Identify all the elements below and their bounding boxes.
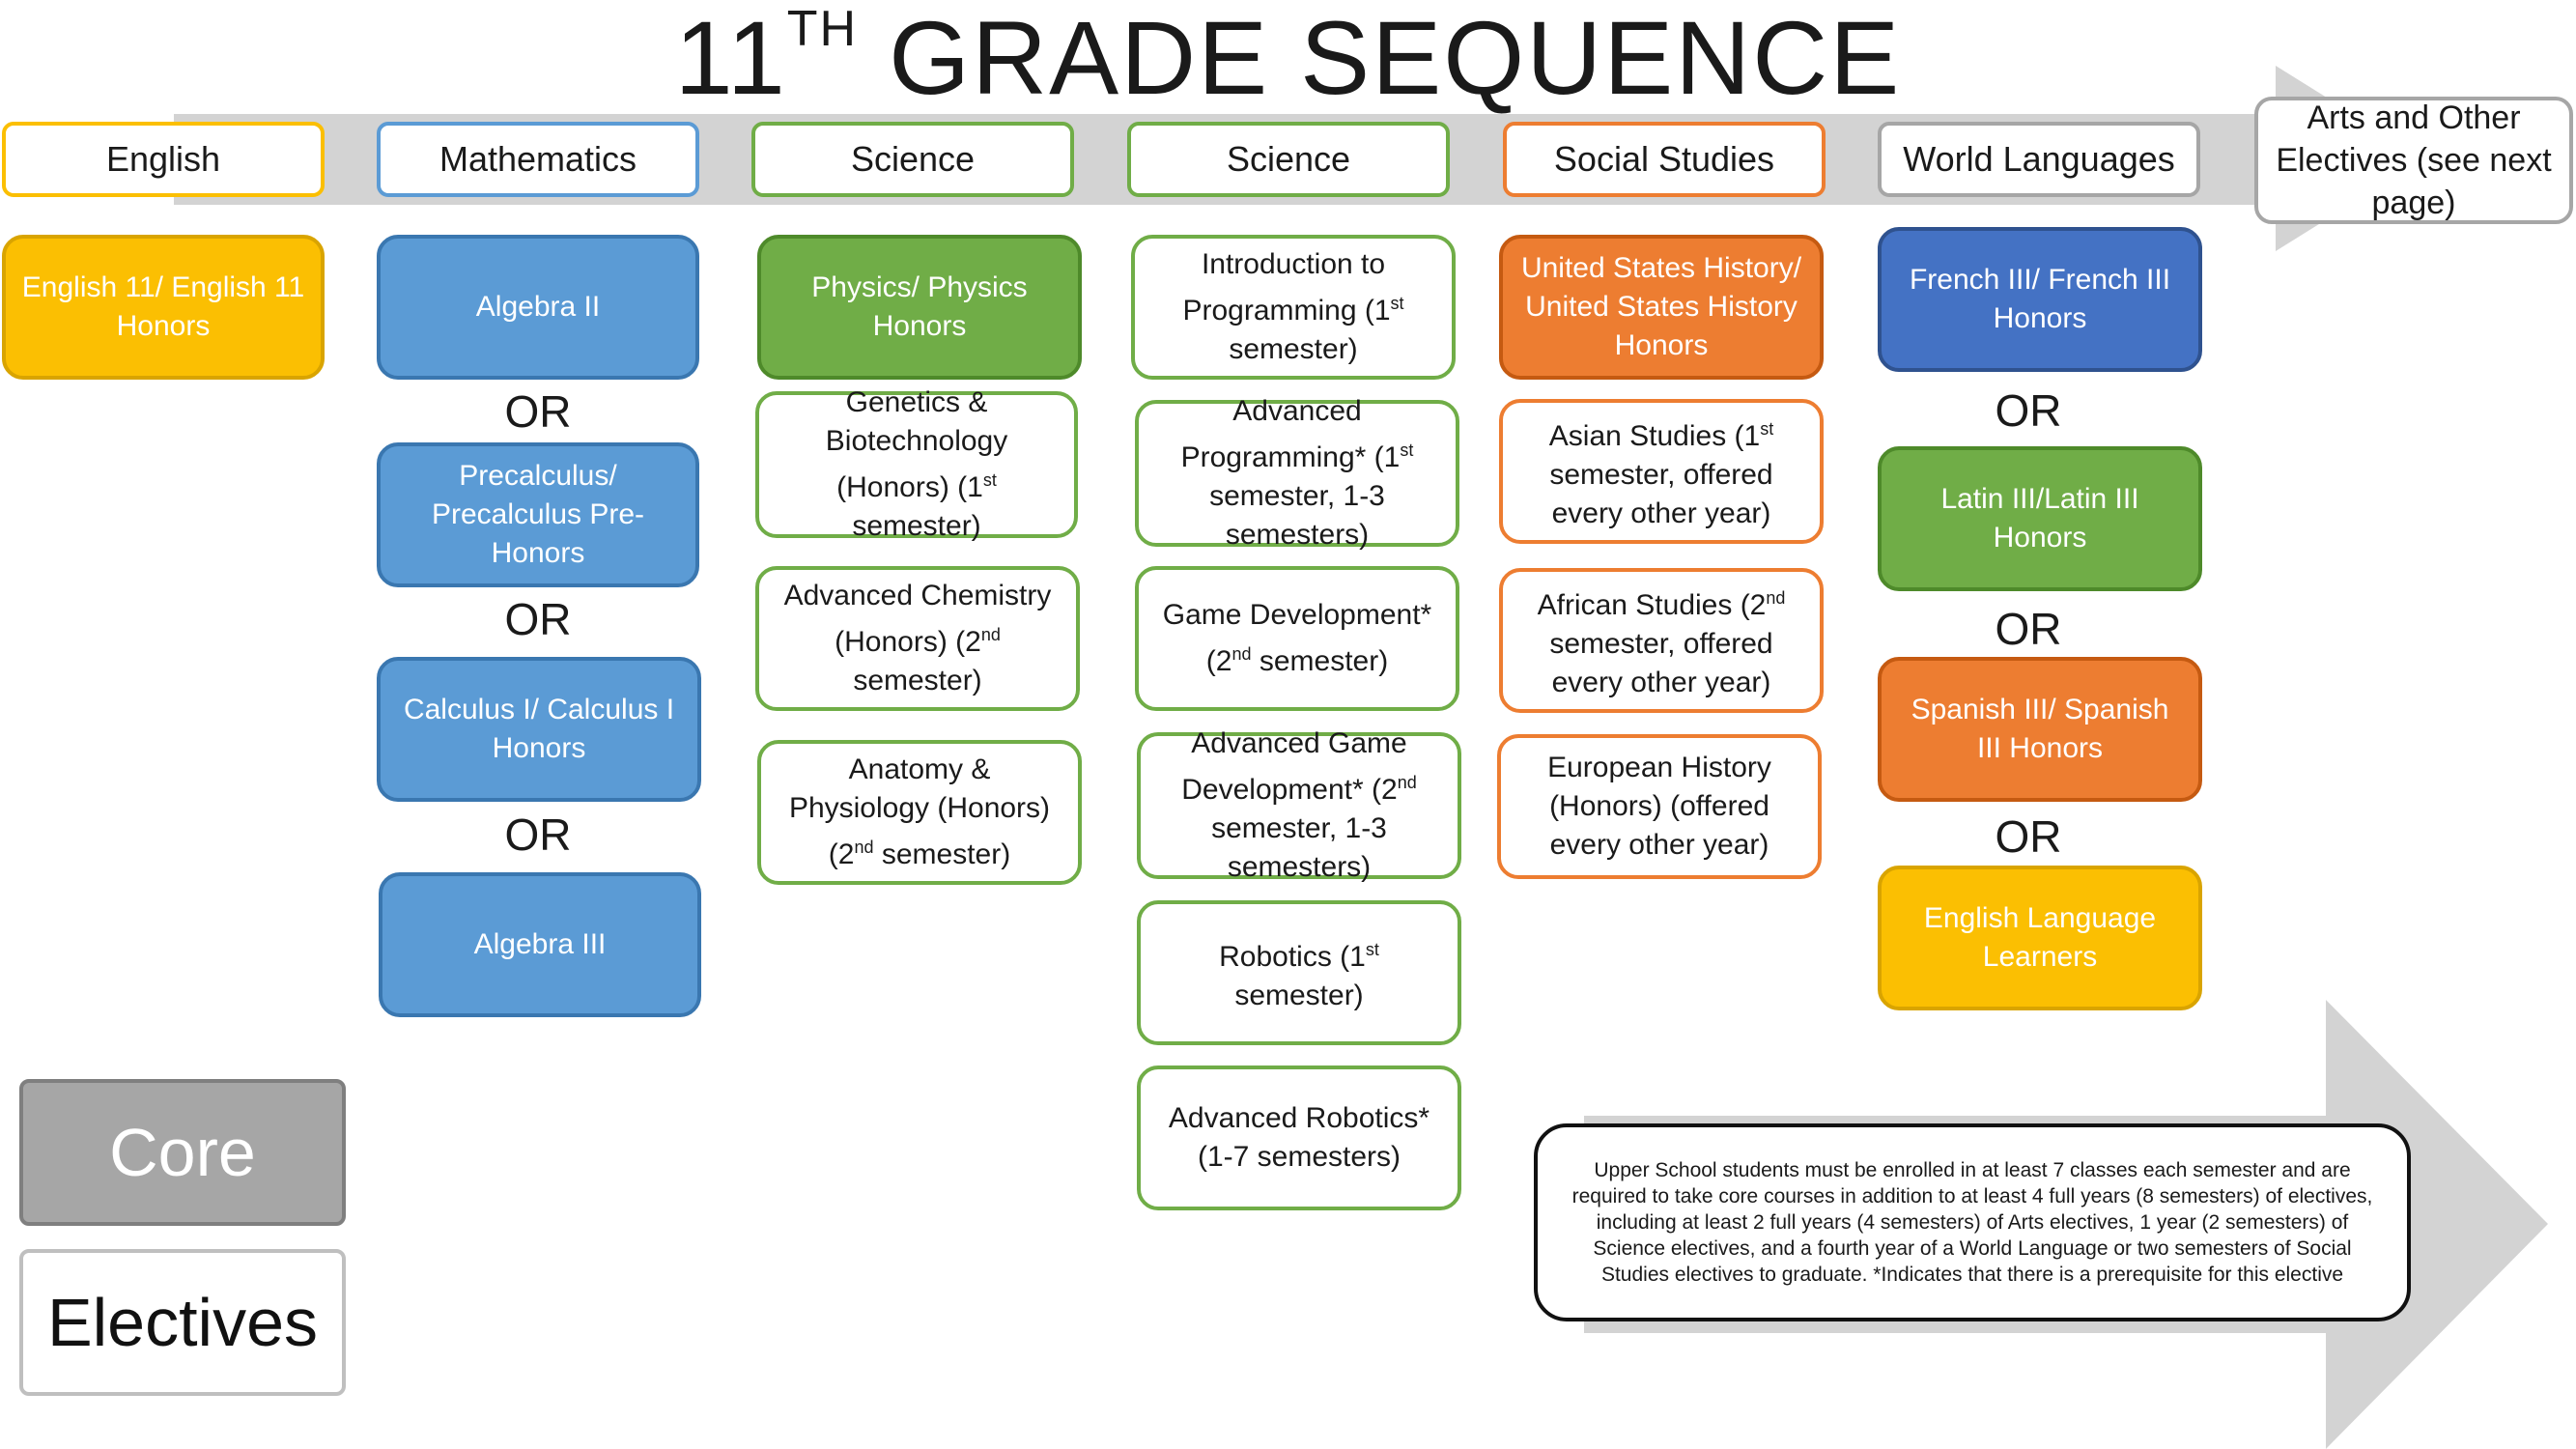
course-african-studies: African Studies (2nd semester, offered e… [1499, 568, 1824, 713]
course-anatomy-main: Anatomy & Physiology (Honors) (2 [788, 753, 1051, 870]
course-algebra-ii: Algebra II [377, 235, 699, 380]
course-asian-studies: Asian Studies (1st semester, offered eve… [1499, 399, 1824, 544]
header-science-1: Science [751, 122, 1074, 197]
header-mathematics: Mathematics [377, 122, 699, 197]
course-advanced-programming-text: Advanced Programming* (1st semester, 1-3… [1152, 392, 1442, 554]
course-advanced-chemistry-text: Advanced Chemistry (Honors) (2nd semeste… [773, 577, 1062, 700]
header-world-languages: World Languages [1878, 122, 2200, 197]
or-label: OR [1995, 811, 2062, 862]
course-intro-programming-sup: st [1390, 294, 1404, 313]
course-asian-studies-main: Asian Studies (1 [1548, 420, 1761, 452]
course-african-studies-main: African Studies (2 [1537, 589, 1767, 621]
course-robotics-main: Robotics (1 [1219, 941, 1366, 973]
course-game-development: Game Development* (2nd semester) [1135, 566, 1459, 711]
course-intro-programming-main: Introduction to Programming (1 [1182, 248, 1391, 327]
title-superscript: TH [786, 1, 859, 57]
course-advanced-game-development: Advanced Game Development* (2nd semester… [1137, 727, 1461, 883]
course-advanced-chemistry-after: semester) [853, 665, 982, 696]
course-genetics-sup: st [982, 470, 997, 490]
course-anatomy-sup: nd [854, 838, 874, 857]
header-english: English [2, 122, 325, 197]
header-arts-electives: Arts and Other Electives (see next page) [2254, 97, 2573, 224]
or-label: OR [504, 386, 572, 437]
course-genetics-after: semester) [852, 510, 981, 542]
course-advanced-robotics: Advanced Robotics* (1-7 semesters) [1137, 1065, 1461, 1210]
course-physics: Physics/ Physics Honors [757, 235, 1082, 380]
course-game-development-text: Game Development* (2nd semester) [1152, 596, 1442, 681]
course-precalculus: Precalculus/ Precalculus Pre-Honors [377, 442, 699, 587]
title-text: GRADE SEQUENCE [858, 0, 1902, 116]
course-intro-programming: Introduction to Programming (1st semeste… [1131, 235, 1456, 380]
course-french-iii: French III/ French III Honors [1878, 227, 2202, 372]
course-anatomy-text: Anatomy & Physiology (Honors) (2nd semes… [775, 751, 1064, 874]
course-game-development-after: semester) [1251, 645, 1389, 677]
course-advanced-chemistry: Advanced Chemistry (Honors) (2nd semeste… [755, 566, 1080, 711]
course-african-studies-text: African Studies (2nd semester, offered e… [1516, 579, 1806, 702]
course-calculus-i: Calculus I/ Calculus I Honors [377, 657, 701, 802]
course-advanced-game-development-main: Advanced Game Development* (2 [1181, 727, 1407, 806]
or-label: OR [504, 810, 572, 860]
header-science-2: Science [1127, 122, 1450, 197]
course-advanced-game-development-after: semester, 1-3 semesters) [1211, 812, 1387, 883]
or-label: OR [504, 594, 572, 644]
course-intro-programming-text: Introduction to Programming (1st semeste… [1148, 245, 1438, 369]
course-us-history: United States History/ United States His… [1499, 235, 1824, 380]
course-genetics-main: Genetics & Biotechnology (Honors) (1 [825, 386, 1008, 503]
course-advanced-programming-after: semester, 1-3 semesters) [1209, 480, 1385, 551]
course-latin-iii: Latin III/Latin III Honors [1878, 446, 2202, 591]
course-asian-studies-sup: st [1760, 419, 1774, 439]
header-social-studies: Social Studies [1503, 122, 1826, 197]
course-spanish-iii: Spanish III/ Spanish III Honors [1878, 657, 2202, 802]
requirements-note-text: Upper School students must be enrolled i… [1571, 1159, 2373, 1286]
course-anatomy-after: semester) [873, 838, 1011, 870]
course-genetics: Genetics & Biotechnology (Honors) (1st s… [755, 386, 1078, 542]
course-english-language-learners: English Language Learners [1878, 866, 2202, 1010]
course-advanced-game-development-sup: nd [1397, 773, 1417, 792]
requirements-note: Upper School students must be enrolled i… [1534, 1123, 2411, 1321]
course-genetics-text: Genetics & Biotechnology (Honors) (1st s… [773, 384, 1061, 546]
legend-core: Core [19, 1079, 346, 1226]
course-robotics-text: Robotics (1st semester) [1154, 930, 1444, 1015]
course-european-history: European History (Honors) (offered every… [1497, 734, 1822, 879]
course-advanced-chemistry-main: Advanced Chemistry (Honors) (2 [783, 580, 1052, 658]
course-english-11: English 11/ English 11 Honors [2, 235, 325, 380]
course-african-studies-after: semester, offered every other year) [1549, 628, 1773, 698]
course-advanced-game-development-text: Advanced Game Development* (2nd semester… [1154, 724, 1444, 887]
course-advanced-programming: Advanced Programming* (1st semester, 1-3… [1135, 395, 1459, 551]
page-title: 11TH GRADE SEQUENCE [0, 0, 2576, 116]
course-asian-studies-after: semester, offered every other year) [1549, 459, 1773, 529]
course-robotics-after: semester) [1234, 980, 1364, 1011]
or-label: OR [1995, 385, 2062, 436]
course-african-studies-sup: nd [1766, 588, 1786, 608]
course-advanced-programming-main: Advanced Programming* (1 [1180, 395, 1401, 473]
course-robotics-sup: st [1365, 940, 1379, 959]
course-advanced-chemistry-sup: nd [980, 625, 1001, 644]
or-label: OR [1995, 604, 2062, 654]
course-anatomy: Anatomy & Physiology (Honors) (2nd semes… [757, 740, 1082, 885]
course-robotics: Robotics (1st semester) [1137, 900, 1461, 1045]
title-grade-number: 11 [674, 0, 787, 116]
course-asian-studies-text: Asian Studies (1st semester, offered eve… [1516, 410, 1806, 533]
course-advanced-programming-sup: st [1400, 440, 1414, 460]
course-intro-programming-after: semester) [1229, 333, 1358, 365]
course-algebra-iii: Algebra III [379, 872, 701, 1017]
legend-electives: Electives [19, 1249, 346, 1396]
course-game-development-main: Game Development* (2 [1162, 599, 1432, 677]
course-game-development-sup: nd [1231, 644, 1252, 664]
